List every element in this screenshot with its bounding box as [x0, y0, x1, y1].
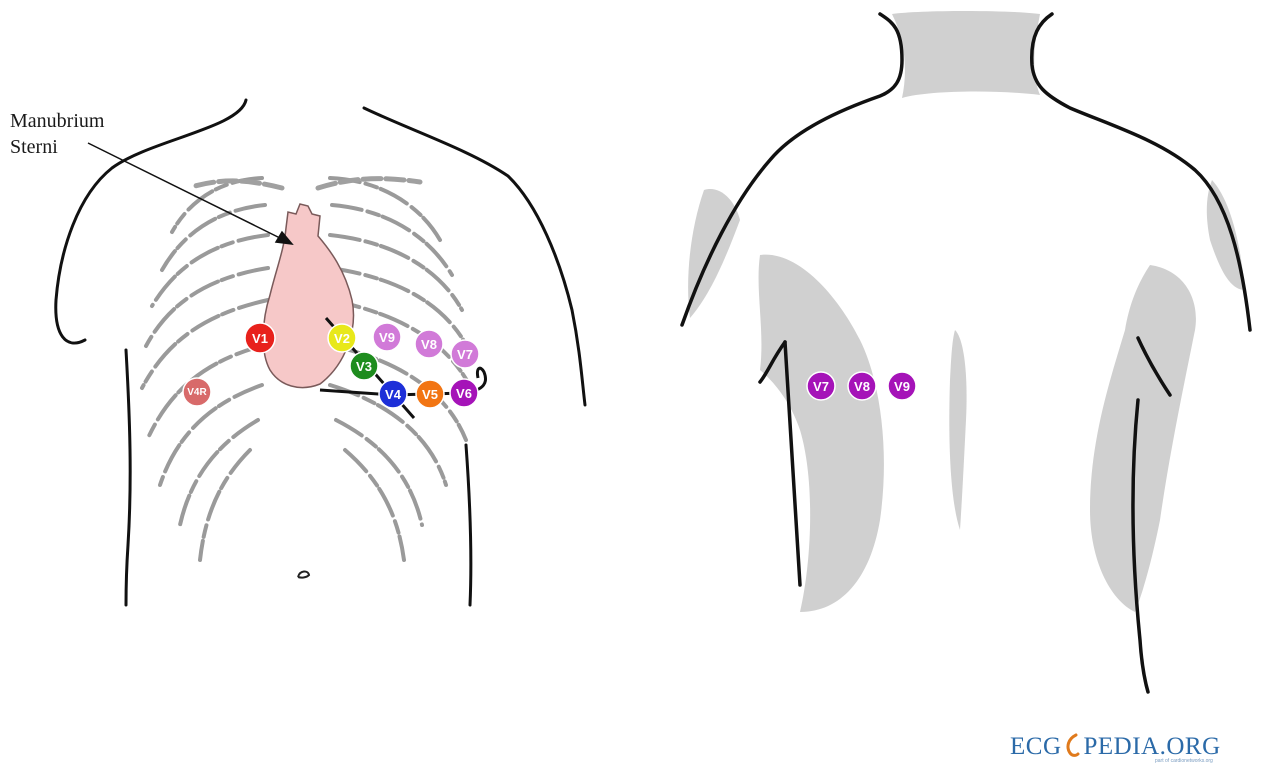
heart	[263, 204, 353, 388]
ecgpedia-logo[interactable]: ECG PEDIA.ORG	[1010, 733, 1221, 761]
front-electrode-v5: V5	[416, 380, 444, 408]
logo-subtitle: part of cardionetworks.org	[1155, 758, 1213, 764]
clavicles	[195, 179, 420, 188]
back-electrode-v9: V9	[888, 372, 916, 400]
back-shading	[688, 11, 1245, 612]
logo-text-right: PEDIA.ORG	[1084, 733, 1221, 760]
front-electrode-v7: V7	[451, 340, 479, 368]
front-electrode-v8-label: V8	[421, 337, 437, 352]
manubrium-arrow	[88, 143, 292, 244]
front-electrode-v9-label: V9	[379, 330, 395, 345]
back-electrode-v9-label: V9	[894, 379, 910, 394]
manubrium-sterni-label: Manubrium Sterni	[10, 108, 104, 160]
navel	[298, 571, 309, 577]
back-electrode-v8: V8	[848, 372, 876, 400]
front-electrode-v2-label: V2	[334, 331, 350, 346]
logo-text-left: ECG	[1010, 733, 1062, 760]
callout-line-2: Sterni	[10, 134, 104, 160]
back-electrodes: V7 V8 V9	[807, 372, 916, 400]
front-electrode-v1: V1	[245, 323, 275, 353]
front-electrode-v3: V3	[350, 352, 378, 380]
front-electrode-v4r: V4R	[183, 378, 211, 406]
front-electrode-v4r-label: V4R	[187, 387, 207, 398]
back-electrode-v7: V7	[807, 372, 835, 400]
back-electrode-v8-label: V8	[854, 379, 870, 394]
back-torso: V7 V8 V9	[682, 11, 1250, 692]
front-electrode-v4: V4	[379, 380, 407, 408]
front-electrode-v6: V6	[450, 379, 478, 407]
front-electrode-v6-label: V6	[456, 386, 472, 401]
front-electrode-v8: V8	[415, 330, 443, 358]
front-electrode-v7-label: V7	[457, 347, 473, 362]
front-electrode-v5-label: V5	[422, 387, 438, 402]
front-electrode-v4-label: V4	[385, 387, 402, 402]
front-electrode-v1-label: V1	[252, 331, 268, 346]
front-electrode-v3-label: V3	[356, 359, 372, 374]
heart-swoosh-icon	[1062, 733, 1084, 757]
front-electrode-v2: V2	[328, 324, 356, 352]
back-electrode-v7-label: V7	[813, 379, 829, 394]
front-electrode-v9: V9	[373, 323, 401, 351]
callout-line-1: Manubrium	[10, 108, 104, 134]
